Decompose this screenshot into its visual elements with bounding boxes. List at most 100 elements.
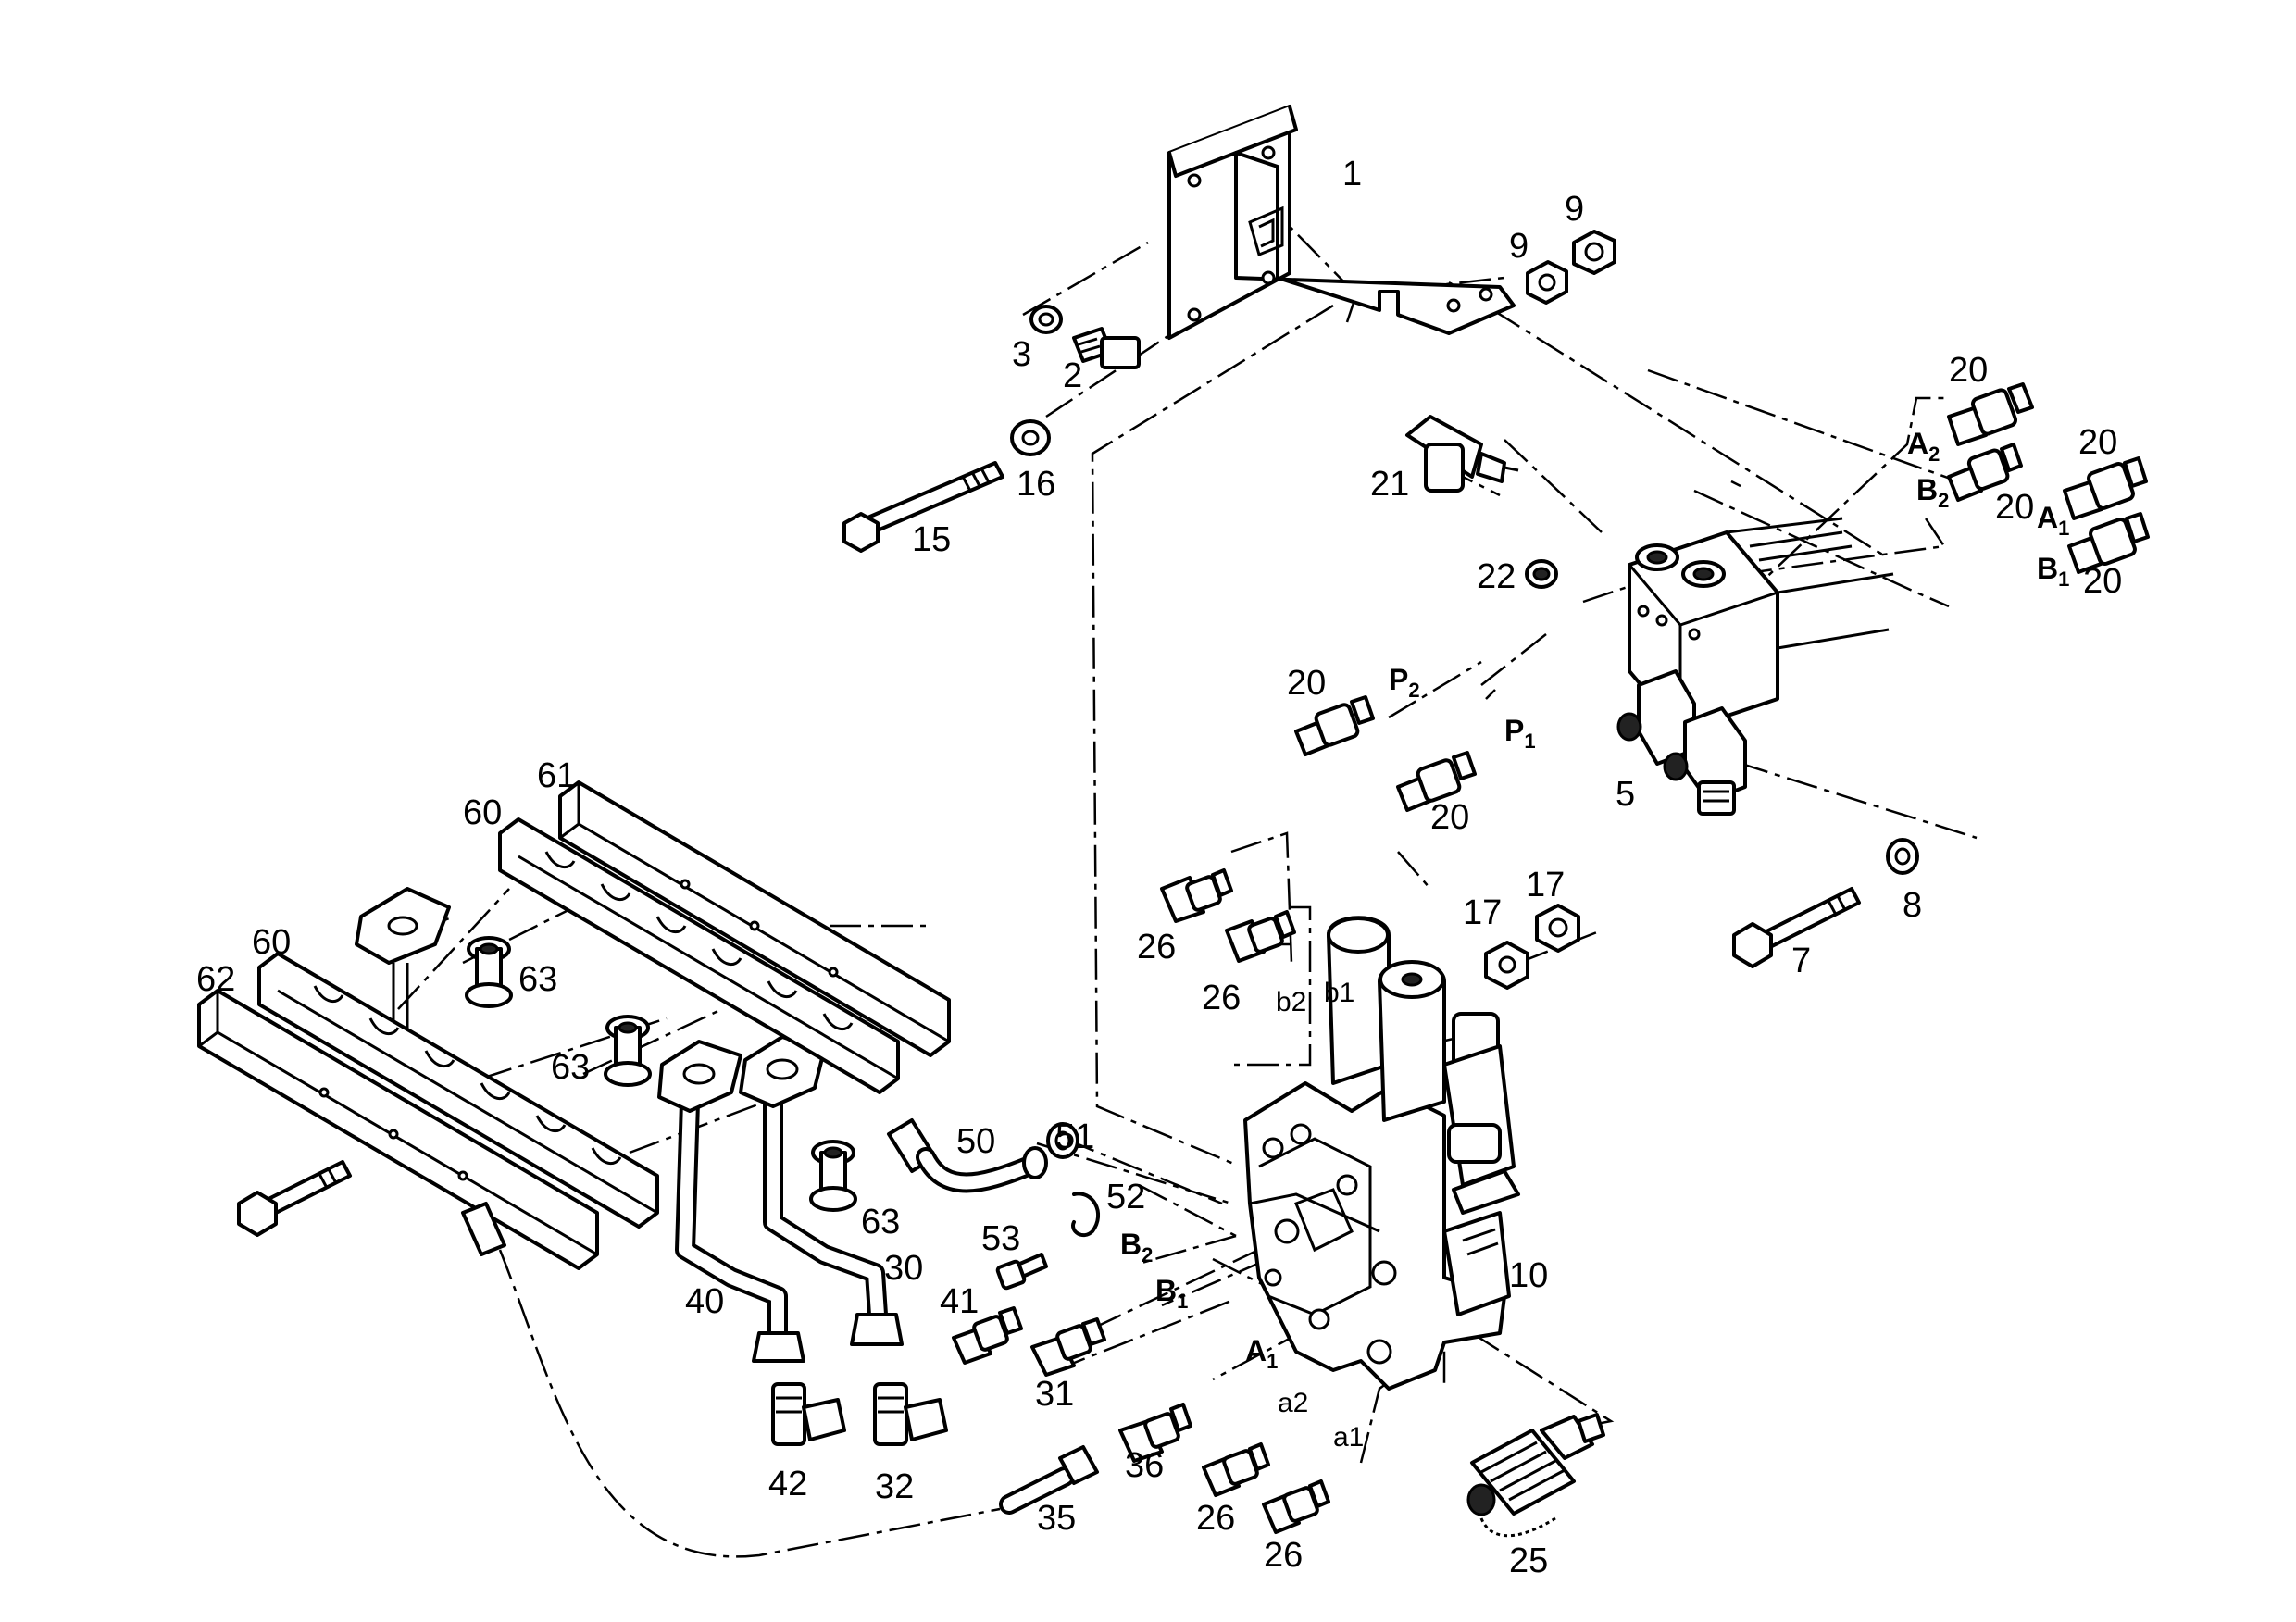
label-part-9b: 9 bbox=[1565, 190, 1584, 229]
mounting-bracket-part-1 bbox=[1167, 105, 1516, 340]
label-part-35: 35 bbox=[1037, 1499, 1076, 1538]
nut-part-9b bbox=[1572, 230, 1616, 275]
control-valve-part-10 bbox=[1243, 916, 1520, 1391]
label-part-3: 3 bbox=[1012, 335, 1031, 374]
label-part-50: 50 bbox=[956, 1122, 995, 1161]
label-part-9a: 9 bbox=[1509, 227, 1529, 266]
label-part-51: 51 bbox=[1055, 1117, 1094, 1156]
port-label-a1: a1 bbox=[1333, 1422, 1364, 1453]
bushing-part-63b bbox=[604, 1015, 652, 1087]
label-part-20-p1: 20 bbox=[1430, 798, 1469, 837]
label-part-26a: 26 bbox=[1137, 928, 1176, 967]
fitting-part-20-p2 bbox=[1294, 695, 1375, 756]
nut-part-17a bbox=[1484, 941, 1529, 990]
bolt-part-15 bbox=[842, 461, 1004, 553]
clamp-bar-part-60-lower bbox=[257, 952, 659, 1229]
label-part-17b: 17 bbox=[1526, 866, 1565, 905]
elbow-part-42 bbox=[771, 1382, 846, 1446]
nut-part-17b bbox=[1535, 904, 1580, 953]
label-part-36: 36 bbox=[1125, 1446, 1164, 1485]
tube-part-30 bbox=[763, 1078, 904, 1346]
bushing-part-63c bbox=[809, 1140, 857, 1212]
port-label-B2: B2 bbox=[1916, 473, 1949, 512]
nut-part-9a bbox=[1526, 260, 1568, 305]
port-label-B1: B1 bbox=[2037, 552, 2069, 591]
label-part-20-a2: 20 bbox=[1949, 351, 1988, 390]
label-part-22: 22 bbox=[1477, 557, 1516, 596]
label-part-63a: 63 bbox=[518, 960, 557, 999]
fitting-part-36 bbox=[1118, 1403, 1192, 1463]
screw-part-2 bbox=[1072, 327, 1141, 369]
label-part-20-p2: 20 bbox=[1287, 664, 1326, 703]
label-part-5: 5 bbox=[1616, 775, 1635, 814]
quick-coupling-part-25 bbox=[1466, 1413, 1605, 1538]
label-part-41: 41 bbox=[940, 1282, 979, 1321]
label-part-21: 21 bbox=[1370, 465, 1409, 504]
pointer-arrow bbox=[461, 1202, 506, 1256]
port-label-valve-B2: B2 bbox=[1120, 1228, 1153, 1266]
label-part-63b: 63 bbox=[551, 1048, 590, 1087]
label-part-20-b1: 20 bbox=[2083, 562, 2122, 601]
bushing-part-63a bbox=[465, 936, 513, 1008]
washer-part-16 bbox=[1010, 419, 1051, 456]
fitting-part-26d bbox=[1262, 1479, 1330, 1534]
label-part-10: 10 bbox=[1509, 1256, 1548, 1295]
part-number-labels: 1 2 3 9 9 16 15 21 22 20 20 20 20 20 20 … bbox=[196, 155, 2122, 1580]
label-part-8: 8 bbox=[1903, 886, 1922, 925]
port-label-b2: b2 bbox=[1276, 987, 1306, 1017]
port-label-P1: P1 bbox=[1504, 714, 1536, 753]
label-part-31: 31 bbox=[1035, 1375, 1074, 1414]
label-part-63c: 63 bbox=[861, 1203, 900, 1241]
flange-tube-30 bbox=[739, 1035, 826, 1108]
port-labels: A2 B2 A1 B1 P2 P1 B2 B1 A1 b2 b1 a2 a1 bbox=[1120, 427, 2069, 1453]
flange-tube-40 bbox=[657, 1040, 742, 1113]
label-part-15: 15 bbox=[912, 520, 951, 559]
fitting-part-20-b1 bbox=[2067, 512, 2150, 574]
port-label-a2: a2 bbox=[1278, 1388, 1308, 1418]
fitting-part-26b bbox=[1225, 910, 1296, 963]
washer-part-8 bbox=[1886, 838, 1919, 875]
label-part-1: 1 bbox=[1342, 155, 1362, 193]
label-part-42: 42 bbox=[768, 1465, 807, 1503]
washer-part-51 bbox=[1046, 1122, 1079, 1159]
label-part-17a: 17 bbox=[1463, 893, 1502, 932]
label-part-7: 7 bbox=[1791, 942, 1811, 980]
label-part-52: 52 bbox=[1106, 1178, 1145, 1216]
port-label-A1: A1 bbox=[2037, 501, 2069, 540]
clamp-bar-part-62 bbox=[197, 989, 599, 1270]
elbow-fitting-part-21 bbox=[1405, 415, 1519, 493]
clamp-bar-part-60-upper bbox=[498, 817, 900, 1094]
label-part-60-upper: 60 bbox=[463, 793, 502, 832]
label-part-61: 61 bbox=[537, 756, 576, 795]
label-part-25: 25 bbox=[1509, 1541, 1548, 1580]
fitting-part-20-p1 bbox=[1396, 751, 1477, 812]
label-part-16: 16 bbox=[1017, 465, 1055, 504]
bolt-part-7 bbox=[1732, 887, 1861, 968]
solenoid-valve-part-5 bbox=[1616, 517, 1894, 816]
clip-part-52 bbox=[1071, 1192, 1100, 1238]
fitting-part-20-a1 bbox=[2063, 456, 2148, 520]
label-part-20-a1: 20 bbox=[2078, 423, 2117, 462]
hose-fitting-part-50 bbox=[887, 1118, 1048, 1193]
bolt-left bbox=[237, 1160, 352, 1237]
washer-part-3 bbox=[1029, 305, 1063, 334]
flange-left bbox=[355, 887, 451, 1032]
label-part-20-b2: 20 bbox=[1995, 488, 2034, 527]
plug-part-22 bbox=[1525, 559, 1558, 589]
port-label-A2: A2 bbox=[1907, 427, 1940, 466]
label-part-26b: 26 bbox=[1202, 979, 1241, 1017]
fitting-part-26a bbox=[1160, 868, 1233, 923]
fitting-part-41 bbox=[952, 1306, 1023, 1365]
label-part-40: 40 bbox=[685, 1282, 724, 1321]
port-label-valve-B1: B1 bbox=[1155, 1274, 1188, 1313]
port-label-P2: P2 bbox=[1389, 663, 1420, 702]
screw-part-53 bbox=[995, 1253, 1048, 1291]
fitting-part-31 bbox=[1030, 1317, 1106, 1377]
port-label-b1: b1 bbox=[1324, 978, 1354, 1008]
label-part-32: 32 bbox=[875, 1467, 914, 1506]
fitting-part-20-b2 bbox=[1947, 443, 2023, 502]
label-part-26c: 26 bbox=[1196, 1499, 1235, 1538]
tube-part-35 bbox=[999, 1445, 1099, 1515]
label-part-2: 2 bbox=[1063, 356, 1082, 395]
label-part-60-lower: 60 bbox=[252, 923, 291, 962]
